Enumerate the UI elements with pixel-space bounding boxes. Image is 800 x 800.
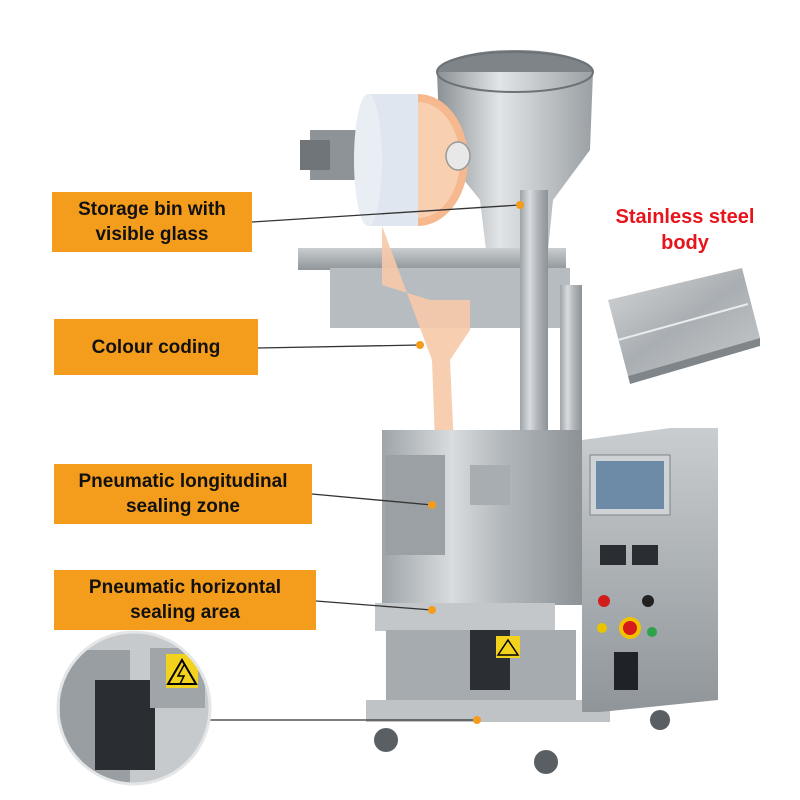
callout-line: visible glass	[95, 224, 209, 245]
callout-horizontal-sealing: Pneumatic horizontal sealing area	[54, 570, 316, 630]
steel-title-line: body	[661, 232, 709, 254]
callout-line: Pneumatic longitudinal	[78, 471, 288, 492]
stainless-steel-title: Stainless steel body	[590, 204, 780, 256]
callout-line: sealing area	[130, 602, 240, 623]
upper-frame	[298, 130, 582, 440]
callout-longitudinal-sealing: Pneumatic longitudinal sealing zone	[54, 464, 312, 524]
steel-title-line: Stainless steel	[615, 206, 755, 228]
zoom-detail-circle	[56, 630, 212, 786]
leader-lines	[208, 204, 521, 721]
high-voltage-warning-icon	[496, 636, 520, 658]
callout-colour-coding: Colour coding	[54, 319, 258, 375]
leader-dots	[416, 201, 524, 724]
callout-line: Storage bin with	[78, 199, 226, 220]
callout-line: sealing zone	[125, 496, 240, 517]
callout-storage-bin: Storage bin with visible glass	[52, 192, 252, 252]
callout-line: Colour coding	[91, 336, 221, 358]
stainless-steel-sample	[608, 268, 760, 384]
callout-line: Pneumatic horizontal	[88, 577, 282, 598]
film-roll	[354, 94, 471, 226]
callout-backgrounds	[52, 192, 316, 630]
castor-wheels	[374, 710, 670, 774]
control-cabinet	[582, 428, 718, 712]
machine-body	[366, 430, 610, 722]
hopper	[436, 50, 594, 250]
